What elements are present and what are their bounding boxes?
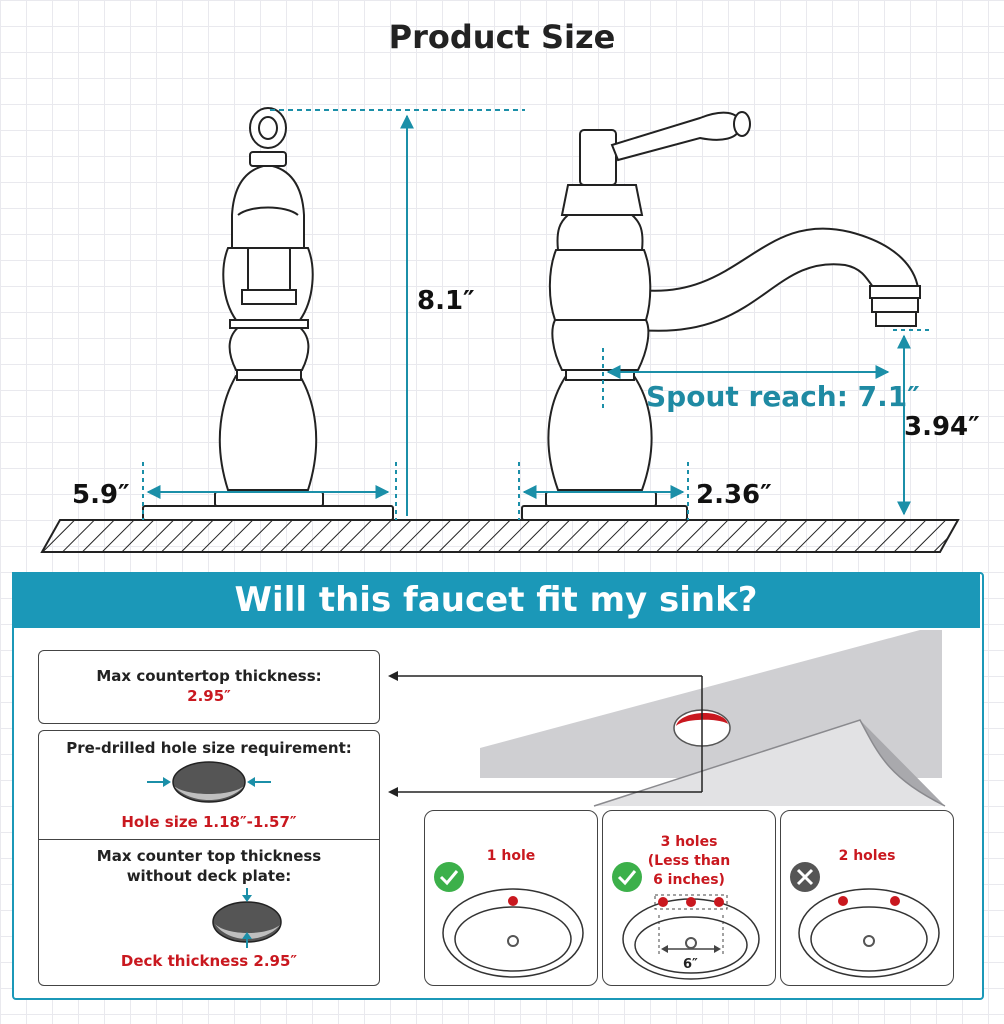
- fit-section-header: Will this faucet fit my sink?: [12, 572, 980, 628]
- spout-height-label: 3.94″: [904, 412, 980, 442]
- sink-1-hole-illustration: [434, 862, 584, 978]
- max-countertop-value: 2.95″: [187, 687, 231, 705]
- sink-option-3-holes: 3 holes (Less than 6 inches) 6″: [602, 810, 776, 986]
- no-deck-label-line1: Max counter top thickness: [96, 847, 322, 865]
- sink-option-label-line3: 6 inches): [653, 872, 725, 888]
- sink-cross-section: [380, 628, 946, 807]
- deck-thickness-illustration: [212, 888, 282, 948]
- sink-option-label: 2 holes: [838, 848, 896, 864]
- spout-reach-label: Spout reach: 7.1″: [646, 380, 920, 413]
- side-base-width-label: 2.36″: [696, 480, 772, 510]
- page-title: Product Size: [388, 18, 616, 56]
- front-base-width-label: 5.9″: [72, 480, 130, 510]
- hole-spacing-label: 6″: [683, 957, 698, 972]
- check-icon: [612, 862, 642, 892]
- faucet-side-view: [521, 111, 921, 521]
- height-dimension-label: 8.1″: [417, 286, 475, 316]
- sink-option-label-line1: 3 holes: [660, 834, 718, 850]
- hole-requirements-box: Pre-drilled hole size requirement: Hole …: [38, 730, 380, 986]
- sink-option-2-holes: 2 holes: [780, 810, 954, 986]
- deck-thickness-value: Deck thickness 2.95″: [120, 952, 298, 970]
- sink-2-holes-illustration: [790, 862, 940, 978]
- hole-size-value: Hole size 1.18″-1.57″: [121, 813, 297, 831]
- check-icon: [434, 862, 464, 892]
- sink-option-label-line2: (Less than: [647, 853, 731, 869]
- sink-option-1-hole: 1 hole: [424, 810, 598, 986]
- box-divider: [39, 839, 379, 840]
- no-deck-label-line2: without deck plate:: [126, 867, 292, 885]
- max-countertop-label: Max countertop thickness:: [96, 667, 322, 685]
- dimension-lines: [142, 109, 930, 520]
- hole-size-illustration: [147, 761, 271, 803]
- countertop: [40, 519, 960, 553]
- faucet-front-view: [142, 107, 394, 521]
- sink-option-label: 1 hole: [486, 848, 536, 864]
- faucet-dimension-diagram: [40, 107, 960, 553]
- sink-3-holes-illustration: [612, 862, 760, 980]
- max-countertop-box: Max countertop thickness: 2.95″: [38, 650, 380, 724]
- hole-size-label: Pre-drilled hole size requirement:: [66, 739, 352, 757]
